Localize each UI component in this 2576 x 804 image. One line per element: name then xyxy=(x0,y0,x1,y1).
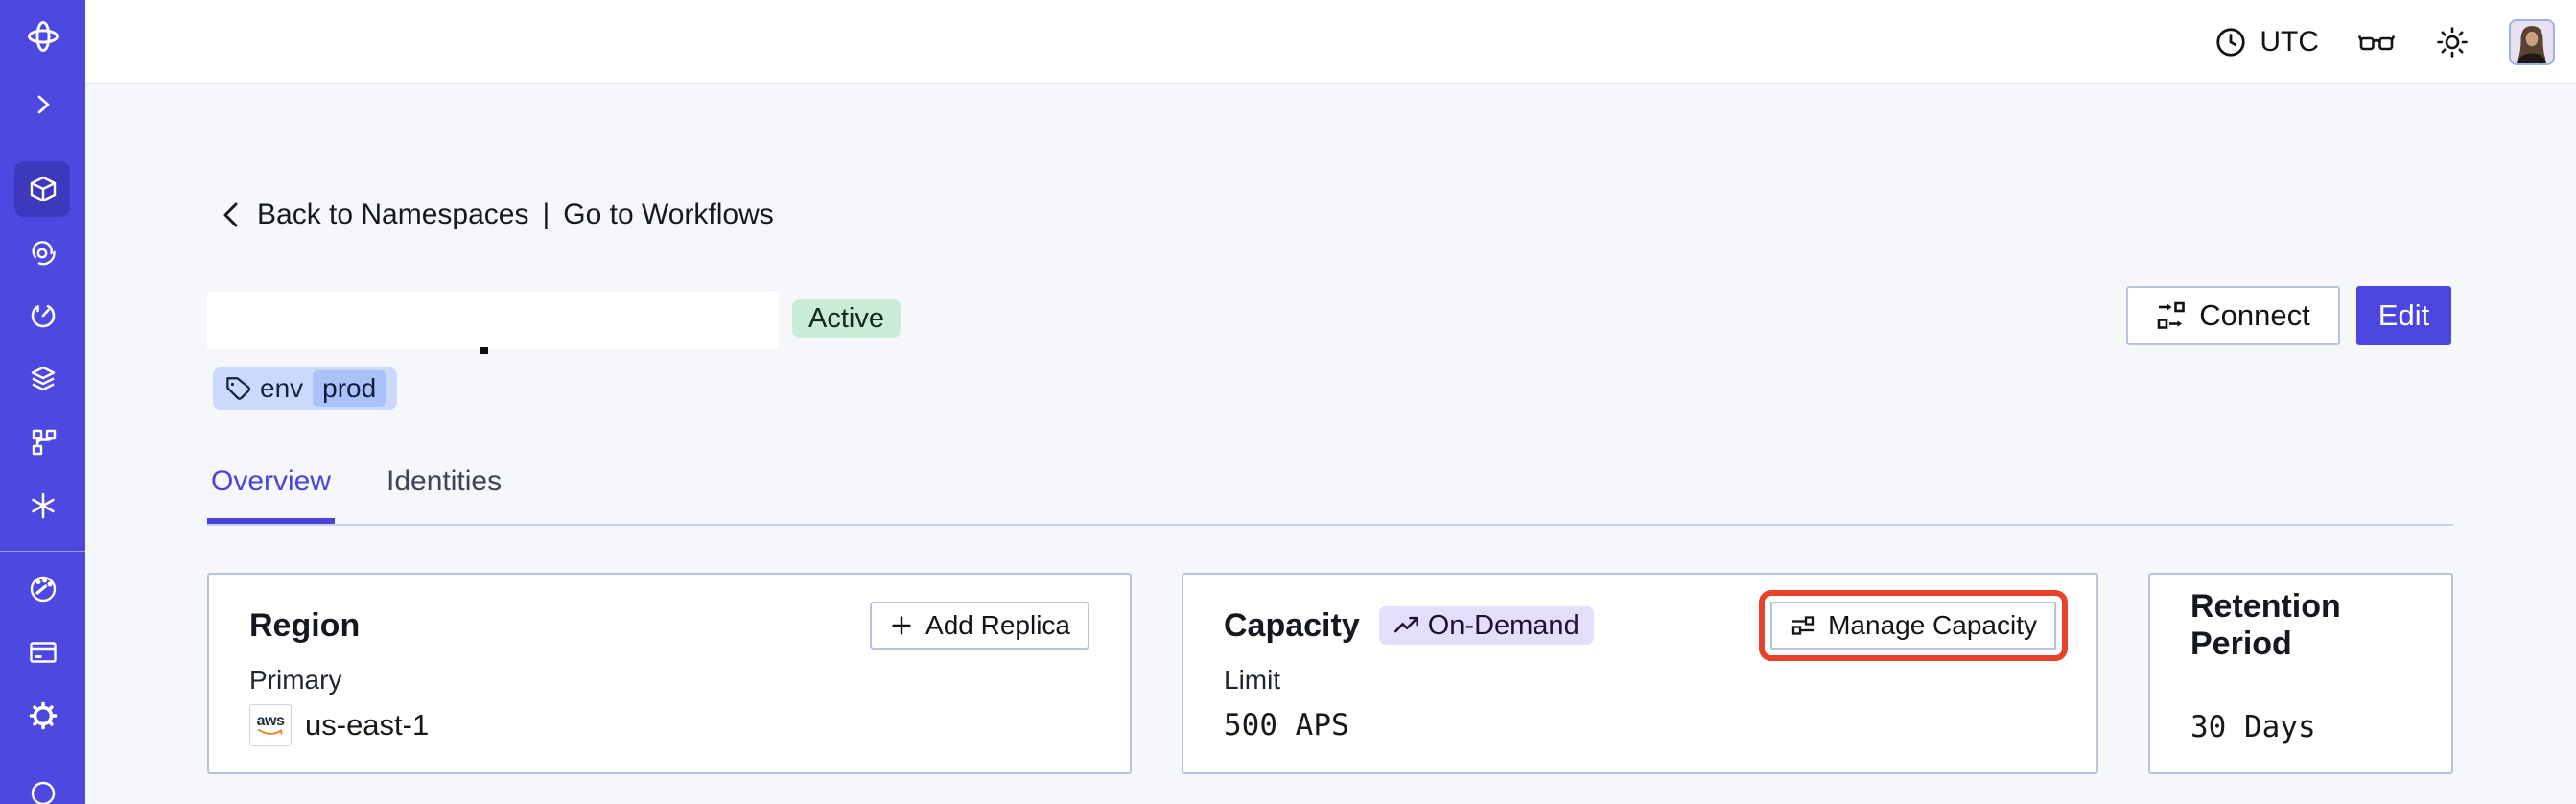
timezone-selector[interactable]: UTC xyxy=(2213,25,2319,59)
edit-button[interactable]: Edit xyxy=(2356,286,2451,345)
back-to-namespaces-link[interactable]: Back to Namespaces xyxy=(257,199,529,230)
region-field-label: Primary xyxy=(249,665,342,695)
region-card: Region Add Replica Primary aws xyxy=(207,573,1132,774)
sidebar-item-spiral-icon[interactable] xyxy=(0,221,85,284)
region-card-title: Region xyxy=(249,606,361,644)
overview-cards: Region Add Replica Primary aws xyxy=(207,573,2453,774)
region-value: us-east-1 xyxy=(305,708,430,742)
capacity-field-label: Limit xyxy=(1224,665,1281,695)
manage-capacity-button[interactable]: Manage Capacity xyxy=(1759,590,2068,661)
on-demand-badge: On-Demand xyxy=(1378,606,1594,645)
namespace-tag: env prod xyxy=(213,367,398,410)
sidebar-item-layers-icon[interactable] xyxy=(0,347,85,411)
trending-up-icon xyxy=(1393,616,1418,632)
capacity-value: 500 APS xyxy=(1224,708,1349,743)
sidebar-item-support-icon[interactable] xyxy=(0,769,85,804)
tag-key: env xyxy=(260,373,304,403)
chevron-left-icon xyxy=(223,202,238,227)
sidebar-item-namespaces[interactable] xyxy=(0,157,85,221)
connect-button[interactable]: Connect xyxy=(2126,286,2340,345)
namespace-title-redacted xyxy=(207,292,779,349)
capacity-card: Capacity On-Demand xyxy=(1182,573,2098,774)
retention-card: Retention Period 30 Days xyxy=(2148,573,2453,774)
tag-icon xyxy=(226,376,250,400)
namespace-title-artifact-dot xyxy=(480,347,488,354)
capacity-card-title: Capacity xyxy=(1224,606,1360,644)
dev-mode-glasses-icon[interactable] xyxy=(2357,26,2396,59)
add-replica-button[interactable]: Add Replica xyxy=(870,602,1089,650)
sidebar-item-billing-card-icon[interactable] xyxy=(0,621,85,684)
edit-button-label: Edit xyxy=(2377,298,2430,332)
timezone-label: UTC xyxy=(2260,26,2319,58)
add-replica-label: Add Replica xyxy=(925,610,1070,640)
connect-flow-icon xyxy=(2157,301,2186,329)
sidebar-item-settings-gear-icon[interactable] xyxy=(0,684,85,747)
light-mode-sun-icon[interactable] xyxy=(2434,24,2471,60)
retention-card-title: Retention Period xyxy=(2190,588,2341,662)
top-bar: UTC xyxy=(85,0,2576,84)
sidebar-item-schedules-timer-icon[interactable] xyxy=(0,284,85,347)
status-badge: Active xyxy=(792,299,901,338)
manage-capacity-label: Manage Capacity xyxy=(1828,610,2037,640)
tag-value-chip: prod xyxy=(313,370,386,407)
sidebar-item-branch-icon[interactable] xyxy=(0,411,85,474)
connect-button-label: Connect xyxy=(2199,298,2310,332)
on-demand-label: On-Demand xyxy=(1427,609,1580,641)
tab-overview[interactable]: Overview xyxy=(207,464,335,524)
user-avatar[interactable] xyxy=(2509,19,2555,65)
aws-provider-icon: aws xyxy=(249,704,292,746)
clock-icon xyxy=(2216,28,2245,57)
tab-identities[interactable]: Identities xyxy=(386,465,503,497)
retention-value: 30 Days xyxy=(2190,710,2316,745)
tab-bar: Overview Identities xyxy=(207,464,2453,526)
sidebar-divider xyxy=(0,551,85,552)
sidebar-item-asterisk-icon[interactable] xyxy=(0,474,85,537)
plus-icon xyxy=(892,616,911,635)
breadcrumb-separator: | xyxy=(542,199,550,230)
go-to-workflows-link[interactable]: Go to Workflows xyxy=(563,199,774,230)
sliders-icon xyxy=(1791,616,1815,635)
main-content: Back to Namespaces | Go to Workflows Act… xyxy=(85,84,2576,804)
sidebar xyxy=(0,0,85,804)
breadcrumb: Back to Namespaces | Go to Workflows xyxy=(219,194,774,236)
sidebar-item-usage-gauge-icon[interactable] xyxy=(0,557,85,621)
temporal-logo-icon[interactable] xyxy=(0,0,85,73)
sidebar-expand-chevron[interactable] xyxy=(0,73,85,136)
